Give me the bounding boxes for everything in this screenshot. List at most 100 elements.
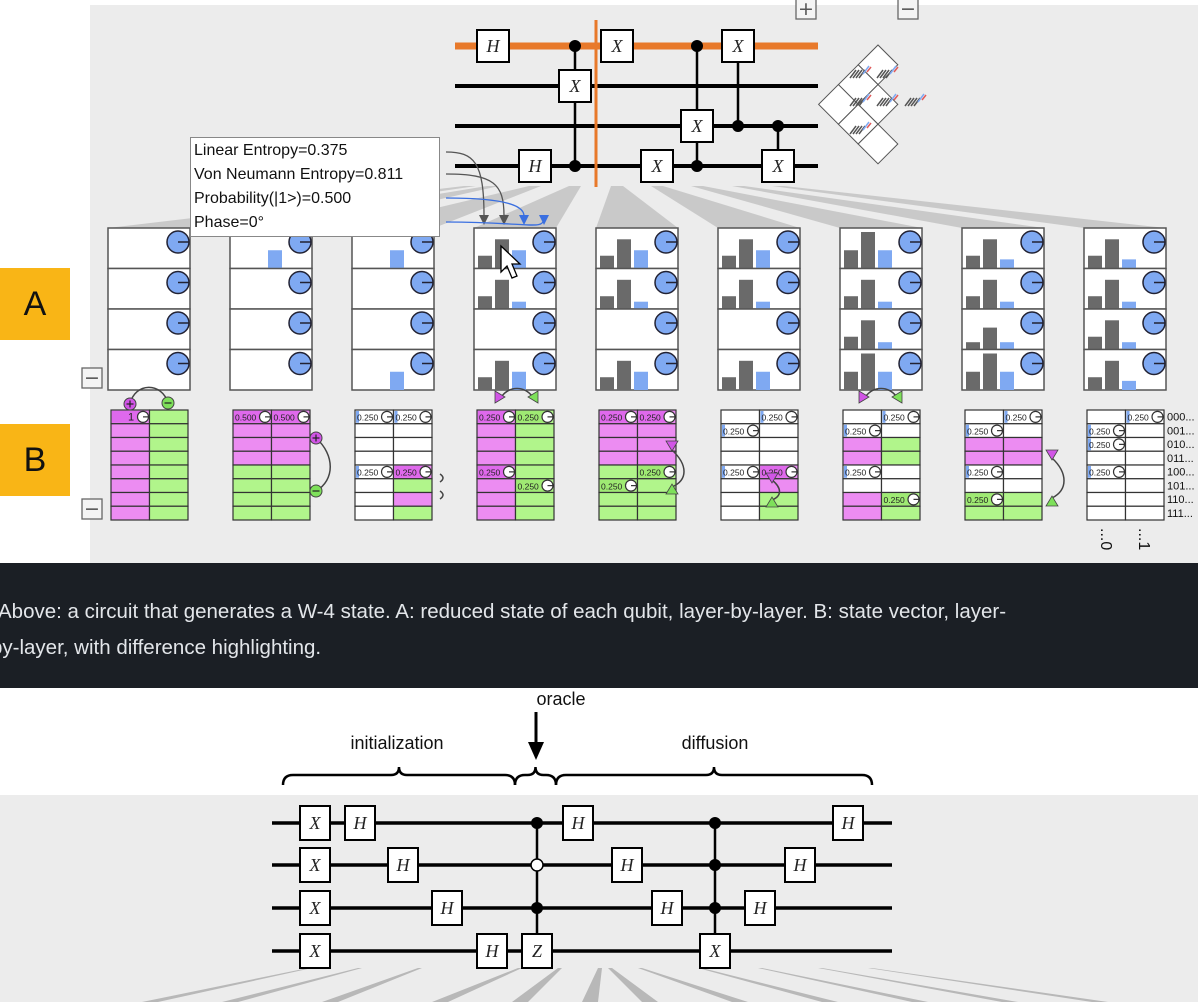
grover-gate-h[interactable]: H <box>744 890 776 926</box>
amplitude-cell[interactable] <box>880 464 921 480</box>
grover-gate-x[interactable]: X <box>299 933 331 969</box>
amplitude-cell[interactable] <box>514 491 555 507</box>
gate-box[interactable] <box>431 890 463 926</box>
amplitude-cell[interactable] <box>758 436 799 452</box>
gate-box[interactable] <box>299 890 331 926</box>
amplitude-cell[interactable] <box>842 491 883 507</box>
reduced-state-column[interactable] <box>107 227 191 391</box>
grover-gate-h[interactable]: H <box>562 805 594 841</box>
amplitude-cell[interactable] <box>148 409 189 425</box>
amplitude-cell[interactable] <box>148 491 189 507</box>
reduced-state-column[interactable] <box>595 227 679 391</box>
grover-gate-z[interactable]: Z <box>521 933 553 969</box>
amplitude-cell[interactable] <box>148 450 189 466</box>
amplitude-cell[interactable] <box>1086 450 1127 466</box>
amplitude-cell[interactable] <box>232 505 273 521</box>
amplitude-cell[interactable] <box>232 450 273 466</box>
amplitude-cell[interactable] <box>354 491 395 507</box>
grover-gate-x[interactable]: X <box>299 847 331 883</box>
amplitude-cell[interactable] <box>964 505 1005 521</box>
grover-gate-x[interactable]: X <box>299 805 331 841</box>
gate-box[interactable] <box>299 933 331 969</box>
amplitude-cell[interactable] <box>1086 409 1127 425</box>
amplitude-cell[interactable] <box>514 450 555 466</box>
gate-box[interactable] <box>640 149 674 183</box>
amplitude-cell[interactable] <box>964 436 1005 452</box>
amplitude-cell[interactable] <box>110 464 151 480</box>
amplitude-cell[interactable] <box>1002 505 1043 521</box>
amplitude-cell[interactable] <box>354 478 395 494</box>
amplitude-cell[interactable] <box>1086 505 1127 521</box>
state-vector-column[interactable]: 1 <box>110 409 189 521</box>
amplitude-cell[interactable] <box>270 478 311 494</box>
amplitude-cell[interactable] <box>964 409 1005 425</box>
gate-box[interactable] <box>476 29 510 63</box>
top-circuit-gate-x[interactable]: X <box>761 149 795 183</box>
reduced-state-column[interactable] <box>1083 227 1167 391</box>
reduced-state-column[interactable] <box>961 227 1045 391</box>
amplitude-cell[interactable] <box>842 505 883 521</box>
amplitude-cell[interactable] <box>842 436 883 452</box>
amplitude-cell[interactable] <box>720 478 761 494</box>
amplitude-cell[interactable] <box>354 505 395 521</box>
amplitude-cell[interactable] <box>1124 505 1165 521</box>
expand-button[interactable]: + <box>795 0 817 20</box>
gate-box[interactable] <box>832 805 864 841</box>
grover-gate-h[interactable]: H <box>431 890 463 926</box>
amplitude-cell[interactable] <box>110 491 151 507</box>
gate-box[interactable] <box>558 69 592 103</box>
amplitude-cell[interactable] <box>270 450 311 466</box>
amplitude-cell[interactable] <box>598 491 639 507</box>
amplitude-cell[interactable] <box>110 423 151 439</box>
reduced-state-column[interactable] <box>839 227 923 391</box>
amplitude-cell[interactable] <box>842 409 883 425</box>
amplitude-cell[interactable] <box>1086 491 1127 507</box>
amplitude-cell[interactable] <box>720 450 761 466</box>
grover-gate-h[interactable]: H <box>611 847 643 883</box>
gate-box[interactable] <box>387 847 419 883</box>
amplitude-cell[interactable] <box>514 436 555 452</box>
amplitude-cell[interactable] <box>476 436 517 452</box>
gate-box[interactable] <box>651 890 683 926</box>
expand-button-box[interactable] <box>795 0 817 20</box>
amplitude-cell[interactable] <box>514 505 555 521</box>
amplitude-cell[interactable] <box>880 450 921 466</box>
amplitude-cell[interactable] <box>232 491 273 507</box>
amplitude-cell[interactable] <box>1124 491 1165 507</box>
gate-box[interactable] <box>784 847 816 883</box>
amplitude-cell[interactable] <box>148 423 189 439</box>
amplitude-cell[interactable] <box>598 423 639 439</box>
gate-box[interactable] <box>476 933 508 969</box>
amplitude-cell[interactable] <box>880 478 921 494</box>
gate-box[interactable] <box>761 149 795 183</box>
amplitude-cell[interactable] <box>270 423 311 439</box>
amplitude-cell[interactable] <box>1002 423 1043 439</box>
amplitude-cell[interactable] <box>1124 423 1165 439</box>
amplitude-cell[interactable] <box>392 491 433 507</box>
grover-gate-h[interactable]: H <box>784 847 816 883</box>
gate-box[interactable] <box>699 933 731 969</box>
amplitude-cell[interactable] <box>964 450 1005 466</box>
grover-gate-x[interactable]: X <box>299 890 331 926</box>
gate-box[interactable] <box>299 847 331 883</box>
amplitude-cell[interactable] <box>1124 436 1165 452</box>
amplitude-cell[interactable] <box>270 464 311 480</box>
amplitude-cell[interactable] <box>232 478 273 494</box>
amplitude-cell[interactable] <box>598 464 639 480</box>
collapse-button[interactable]: − <box>897 0 919 20</box>
reduced-state-column[interactable] <box>229 227 313 391</box>
top-circuit-gate-x[interactable]: X <box>600 29 634 63</box>
collapse-button-box[interactable] <box>897 0 919 20</box>
top-circuit-gate-x[interactable]: X <box>721 29 755 63</box>
amplitude-cell[interactable] <box>1002 478 1043 494</box>
gate-box[interactable] <box>518 149 552 183</box>
amplitude-cell[interactable] <box>880 423 921 439</box>
amplitude-cell[interactable] <box>148 478 189 494</box>
amplitude-cell[interactable] <box>476 450 517 466</box>
grover-gate-h[interactable]: H <box>476 933 508 969</box>
amplitude-cell[interactable] <box>1002 450 1043 466</box>
